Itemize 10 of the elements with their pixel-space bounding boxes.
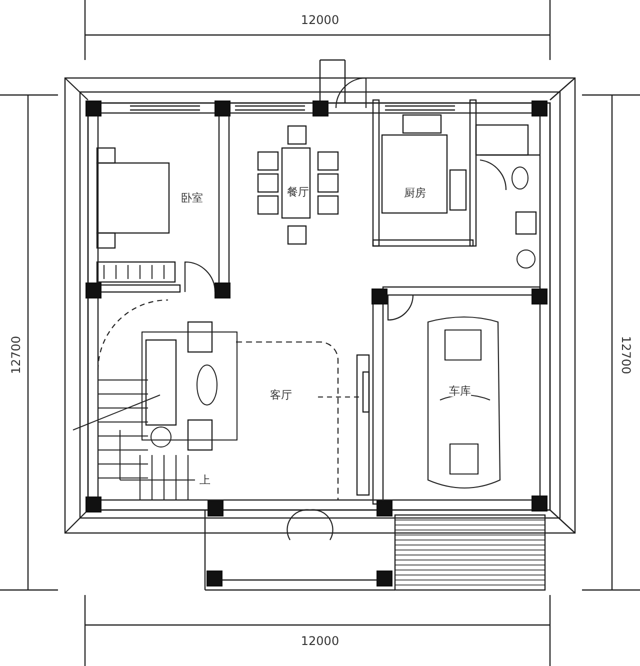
room-label: 厨房 bbox=[404, 188, 426, 198]
dimension-text: 12000 bbox=[300, 635, 340, 647]
stair-direction-label: 上 bbox=[200, 474, 210, 486]
room-label: 卧室 bbox=[181, 192, 203, 204]
room-label: 客厅 bbox=[270, 390, 292, 400]
room-label: 餐厅 bbox=[287, 186, 309, 198]
room-label: 车库 bbox=[449, 386, 471, 396]
dimension-text: 12700 bbox=[620, 336, 632, 374]
dimension-text: 12000 bbox=[300, 14, 340, 26]
dimension-text: 12700 bbox=[10, 336, 22, 374]
